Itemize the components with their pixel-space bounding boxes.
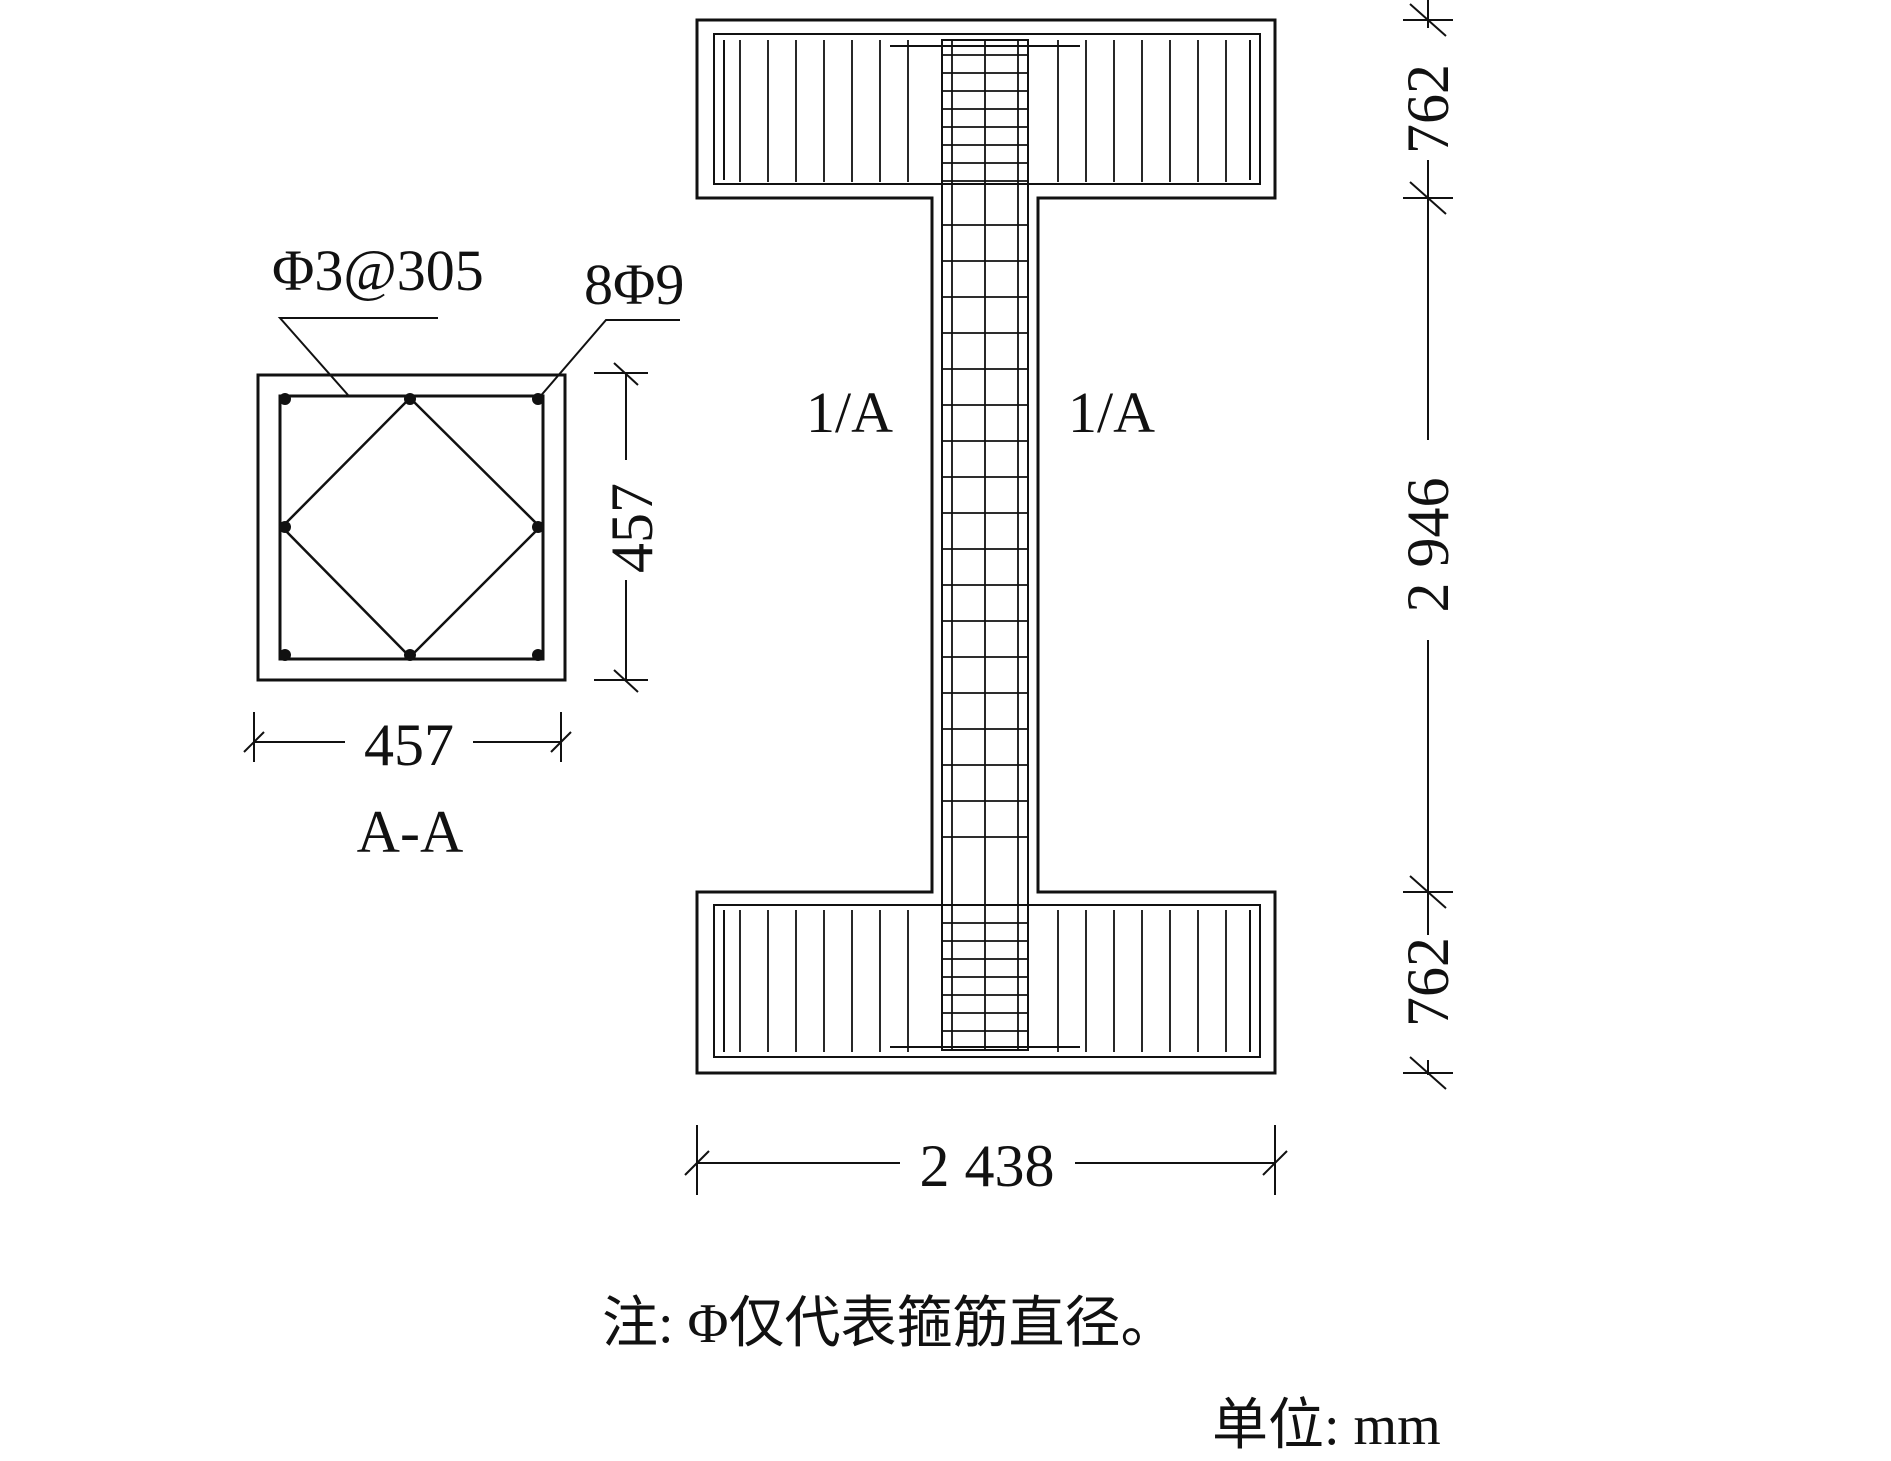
bars-label: 8Φ9 — [584, 252, 684, 317]
section-a-a — [243, 317, 680, 762]
section-width-dimension — [243, 712, 572, 762]
section-diamond-tie — [280, 396, 542, 659]
height-dimensions — [1403, 0, 1453, 1090]
anchor-bars — [723, 40, 1251, 1052]
section-width-label: 457 — [364, 712, 454, 778]
section-height-label: 457 — [599, 483, 665, 573]
width-dimension — [684, 1125, 1288, 1195]
web-height-label: 2 946 — [1395, 478, 1461, 613]
section-title: A-A — [357, 799, 464, 865]
bars-leader — [537, 319, 680, 400]
section-rebars — [279, 393, 544, 661]
units-text: 单位: mm — [1212, 1395, 1441, 1457]
note-text: 注: Φ仅代表箍筋直径。 — [602, 1293, 1177, 1355]
bottom-flange-height-label: 762 — [1395, 937, 1461, 1027]
flange-stirrups — [739, 40, 1227, 1052]
specimen-outline — [695, 18, 1277, 1075]
web-longitudinal-bars — [951, 40, 1019, 1050]
specimen-elevation — [684, 0, 1453, 1195]
cut-label-right: 1/A — [1068, 380, 1155, 445]
top-flange-cage — [713, 33, 1261, 185]
stirrup-label: Φ3@305 — [272, 238, 484, 303]
section-outline — [256, 373, 567, 682]
section-stirrup — [278, 394, 545, 661]
section-height-dimension — [594, 362, 648, 693]
stirrup-leader — [277, 317, 438, 396]
cut-label-left: 1/A — [806, 380, 893, 445]
top-flange-height-label: 762 — [1395, 64, 1461, 154]
specimen-width-label: 2 438 — [920, 1133, 1055, 1199]
